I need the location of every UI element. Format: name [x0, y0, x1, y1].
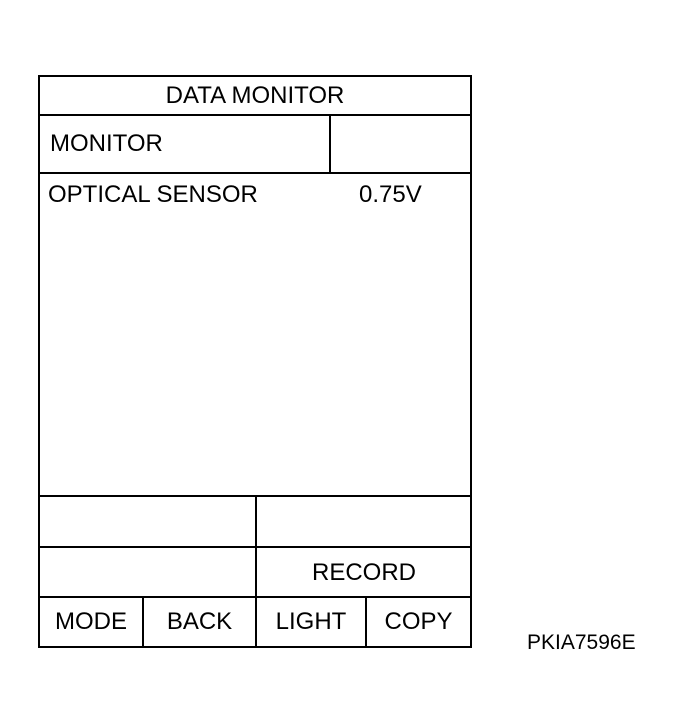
item-name-optical-sensor: OPTICAL SENSOR [48, 181, 258, 208]
divider [255, 598, 257, 646]
page-title: DATA MONITOR [165, 81, 345, 109]
divider [40, 546, 470, 548]
blank-button-1[interactable] [40, 497, 255, 547]
monitor-status-box [331, 116, 470, 172]
divider [40, 495, 470, 497]
divider [255, 548, 257, 598]
divider [142, 598, 144, 646]
divider [365, 598, 367, 646]
divider [40, 596, 470, 598]
data-monitor-screen: DATA MONITOR MONITOR OPTICAL SENSOR 0.75… [38, 75, 472, 648]
copy-button[interactable]: COPY [384, 608, 453, 635]
divider [40, 114, 470, 116]
record-button[interactable]: RECORD [311, 559, 416, 586]
back-button[interactable]: BACK [166, 608, 233, 635]
blank-button-3[interactable] [40, 548, 255, 598]
light-button[interactable]: LIGHT [275, 608, 347, 635]
divider [329, 116, 331, 172]
blank-button-2[interactable] [257, 497, 470, 547]
divider [40, 172, 470, 174]
figure-code: PKIA7596E [527, 631, 636, 654]
monitor-label: MONITOR [50, 130, 163, 157]
divider [255, 497, 257, 547]
mode-button[interactable]: MODE [55, 608, 127, 635]
item-value-optical-sensor: 0.75V [359, 181, 422, 208]
